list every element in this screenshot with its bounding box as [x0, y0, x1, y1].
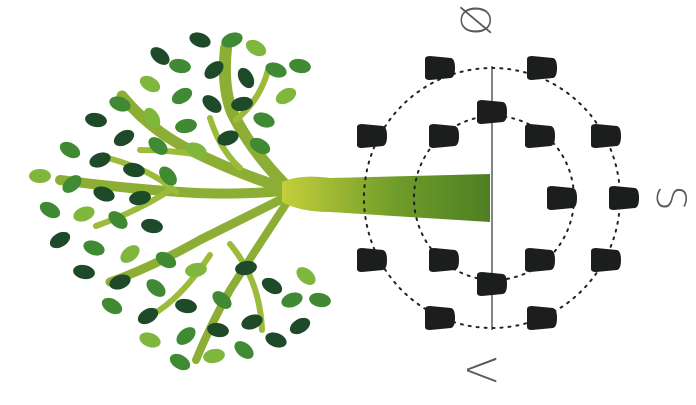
seed-icon — [425, 56, 455, 80]
leaf — [71, 204, 96, 225]
right-label: S — [647, 185, 693, 210]
leaf — [167, 350, 193, 373]
leaf — [81, 238, 106, 259]
leaf — [287, 314, 313, 337]
bottom-label: V — [457, 356, 503, 383]
seed-icon — [547, 186, 577, 210]
leaf — [99, 294, 125, 317]
seed-icon — [591, 124, 621, 148]
seed-icon — [429, 124, 459, 148]
top-label: Ø — [451, 4, 497, 35]
leaf — [174, 117, 198, 135]
leaf — [29, 169, 51, 183]
leaf — [308, 291, 332, 309]
leaf — [111, 126, 137, 149]
leaf — [169, 84, 195, 107]
seed-icon — [425, 306, 455, 330]
leaf — [263, 330, 288, 351]
leaf — [273, 84, 299, 107]
leaf — [174, 297, 198, 315]
leaf — [199, 92, 225, 117]
seed-icon — [527, 56, 557, 80]
leaf — [87, 150, 112, 171]
seed-icon — [477, 272, 507, 296]
leaf — [37, 198, 63, 221]
seed-icon — [609, 186, 639, 210]
leaf — [279, 290, 304, 311]
seed-icon — [357, 248, 387, 272]
seed-icon — [525, 124, 555, 148]
leaf — [47, 228, 73, 251]
leaf — [259, 274, 285, 297]
leaf — [143, 276, 169, 301]
leaf — [243, 36, 269, 59]
leaf — [72, 263, 96, 281]
leaf — [140, 217, 164, 235]
leaf — [147, 44, 173, 69]
leaf — [117, 242, 143, 267]
leaf — [57, 138, 83, 161]
tree — [29, 30, 490, 374]
leaf — [137, 330, 162, 351]
leaf — [234, 65, 257, 91]
leaf — [288, 57, 312, 75]
seed-icon — [527, 306, 557, 330]
leaf — [202, 347, 226, 365]
seed-icon — [357, 124, 387, 148]
leaf — [187, 30, 212, 51]
leaf — [251, 110, 276, 131]
seed-icon — [477, 100, 507, 124]
leaf — [173, 324, 199, 349]
leaf — [135, 304, 161, 327]
seed-icon — [525, 248, 555, 272]
leaf — [168, 57, 192, 75]
seed-icon — [429, 248, 459, 272]
leaf — [293, 264, 319, 289]
seed-icon — [591, 248, 621, 272]
leaf — [84, 111, 108, 129]
leaf — [231, 338, 257, 363]
tree-trunk — [282, 174, 490, 222]
leaf — [137, 72, 163, 95]
